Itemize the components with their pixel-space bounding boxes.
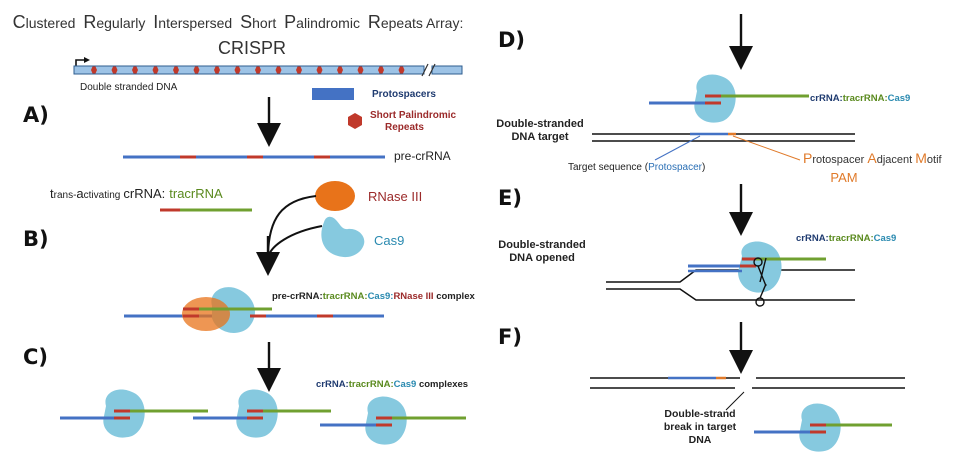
protospacer-legend-swatch [312, 88, 354, 100]
target-sequence-pointer [654, 135, 701, 161]
diagram-title: Clustered Regularly Interspersed Short P… [13, 12, 464, 32]
crispr-array [73, 57, 463, 77]
complex-d-label: crRNA:tracrRNA:Cas9 [810, 93, 910, 104]
precrrna-complex [124, 287, 384, 333]
cas9-bound-complex-e [688, 241, 826, 293]
dna-opened-duplex [606, 269, 855, 301]
cas9-label: Cas9 [374, 233, 404, 248]
step-label-b: B) [23, 227, 49, 251]
step-label-c: C) [23, 345, 48, 369]
repeat-hexagon-icon [255, 66, 261, 74]
protospacer-legend-label: Protospacers [372, 89, 436, 100]
dna-target-label-1: Double-stranded [496, 118, 583, 130]
repeat-hexagon-icon [275, 66, 282, 74]
repeat-hexagon-icon [378, 66, 384, 74]
repeat-hexagon-icon [132, 66, 138, 74]
complexes-label: crRNA:tracrRNA:Cas9 complexes [316, 379, 468, 390]
repeat-hexagon-icon [337, 66, 343, 74]
repeat-hexagon-icon [357, 66, 364, 74]
scissors-icon [753, 257, 767, 307]
repeat-legend-hexagon-icon [348, 113, 362, 129]
repeat-hexagon-icon [398, 66, 405, 74]
step-label-d: D) [498, 28, 525, 52]
cas9-shape [103, 389, 145, 438]
break-pointer [725, 391, 745, 411]
step-label-a: A) [23, 103, 49, 127]
repeat-hexagon-icon [214, 66, 220, 74]
dna-target-label-2: DNA target [511, 131, 568, 143]
cas9-shape [365, 396, 407, 445]
pre-crrna-label: pre-crRNA [394, 149, 451, 163]
broken-dna [590, 376, 905, 389]
dna-target-duplex [592, 132, 855, 142]
repeat-hexagon-icon [193, 66, 200, 74]
repeat-hexagon-icon [316, 66, 323, 74]
repeat-legend-label-2: Repeats [385, 122, 424, 133]
dna-opened-label-1: Double-stranded [498, 239, 585, 251]
crrna-complex-f [754, 403, 892, 452]
repeat-hexagon-icon [234, 66, 241, 74]
cas9-shape [799, 403, 841, 452]
repeat-hexagon-icon [173, 66, 179, 74]
dna-opened-label-2: DNA opened [509, 252, 575, 264]
pam-label: PAM [830, 170, 857, 185]
break-label-2: break in target [664, 421, 737, 433]
cas9-shape [694, 74, 736, 123]
repeat-hexagon-icon [152, 66, 159, 74]
rnase-iii-icon [315, 181, 355, 211]
repeat-hexagon-icon [296, 66, 302, 74]
step-label-f: F) [498, 325, 522, 349]
dna-label: Double stranded DNA [80, 82, 178, 93]
crrna-complex-1 [60, 389, 208, 438]
pam-full-label: Protospacer Adjacent Motif [803, 150, 943, 166]
pre-crrna-strand [123, 155, 385, 159]
break-label-1: Double-strand [664, 408, 735, 420]
complex-label: pre-crRNA:tracrRNA:Cas9:RNase III comple… [272, 291, 475, 302]
step-label-e: E) [498, 186, 522, 210]
diagram-acronym: CRISPR [218, 38, 286, 58]
cas9-icon [321, 216, 365, 258]
repeat-hexagon-icon [111, 66, 118, 74]
repeat-hexagon-icon [91, 66, 97, 74]
cas9-shape [236, 389, 278, 438]
crrna-complex-d [649, 74, 809, 123]
break-label-3: DNA [689, 434, 712, 446]
complex-e-label: crRNA:tracrRNA:Cas9 [796, 233, 896, 244]
pam-pointer [732, 135, 801, 161]
merge-arrows [256, 195, 323, 276]
crrna-complex-2 [193, 389, 331, 438]
crrna-complex-3 [320, 396, 466, 445]
rnase-iii-label: RNase III [368, 189, 422, 204]
repeat-legend-label-1: Short Palindromic [370, 110, 457, 121]
target-sequence-label: Target sequence (Protospacer) [568, 162, 705, 173]
